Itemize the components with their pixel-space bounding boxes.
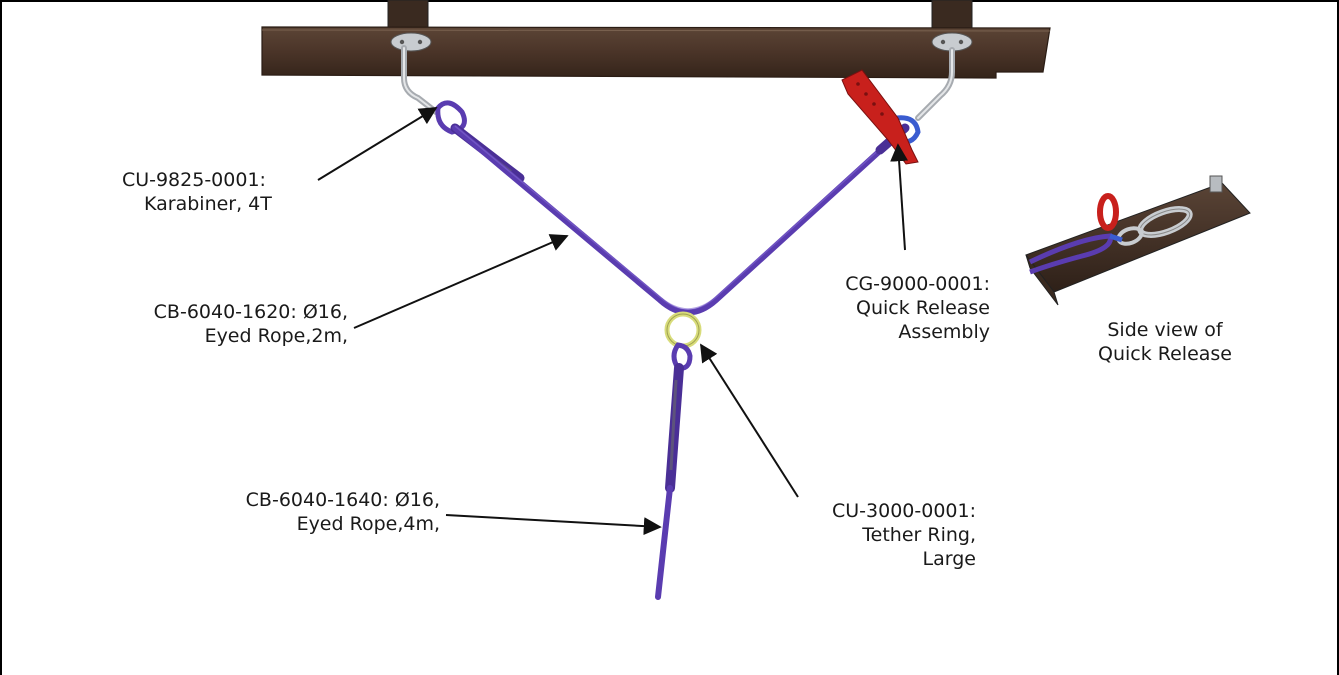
support-posts xyxy=(387,0,973,31)
right-eye-plate xyxy=(915,32,973,121)
overhead-beam xyxy=(261,26,1051,79)
callout-side-view: Side view of Quick Release xyxy=(1070,318,1260,366)
tether-ring xyxy=(664,311,702,349)
side-view-line1: Side view of xyxy=(1107,319,1223,341)
rope-4m-part-number: CB-6040-1640: Ø16, xyxy=(245,489,440,511)
karabiner-part-number: CU-9825-0001: xyxy=(121,169,266,191)
arrow-rope-4m xyxy=(445,514,662,536)
arrow-karabiner xyxy=(317,107,438,181)
arrow-tether-ring xyxy=(700,343,799,498)
quick-release-type: Assembly xyxy=(898,321,990,343)
rope-2m-part-number: CB-6040-1620: Ø16, xyxy=(153,301,348,323)
callout-rope-2m: CB-6040-1620: Ø16, Eyed Rope,2m, xyxy=(126,300,348,348)
tether-ring-part-number: CU-3000-0001: xyxy=(832,500,976,522)
side-view-inset xyxy=(1025,175,1251,306)
quick-release-part-number: CG-9000-0001: xyxy=(845,273,990,295)
arrow-rope-2m xyxy=(353,234,569,329)
quick-release-name: Quick Release xyxy=(855,297,990,319)
quick-release-assembly xyxy=(841,69,921,165)
arrow-quick-release xyxy=(890,143,909,251)
callout-karabiner: CU-9825-0001: Karabiner, 4T xyxy=(116,168,272,216)
rope-2m-description: Eyed Rope,2m, xyxy=(204,325,348,347)
tether-ring-size: Large xyxy=(922,548,976,570)
tether-ring-description: Tether Ring, xyxy=(862,524,976,546)
callout-rope-4m: CB-6040-1640: Ø16, Eyed Rope,4m, xyxy=(196,488,440,536)
callout-quick-release: CG-9000-0001: Quick Release Assembly xyxy=(806,272,990,344)
side-view-line2: Quick Release xyxy=(1097,343,1232,365)
rope-4m-description: Eyed Rope,4m, xyxy=(296,513,440,535)
leader-arrows xyxy=(317,107,909,536)
karabiner-description: Karabiner, 4T xyxy=(144,193,272,215)
eyed-rope-4m xyxy=(655,342,693,600)
left-eye-plate xyxy=(390,32,439,115)
callout-tether-ring: CU-3000-0001: Tether Ring, Large xyxy=(800,499,976,571)
